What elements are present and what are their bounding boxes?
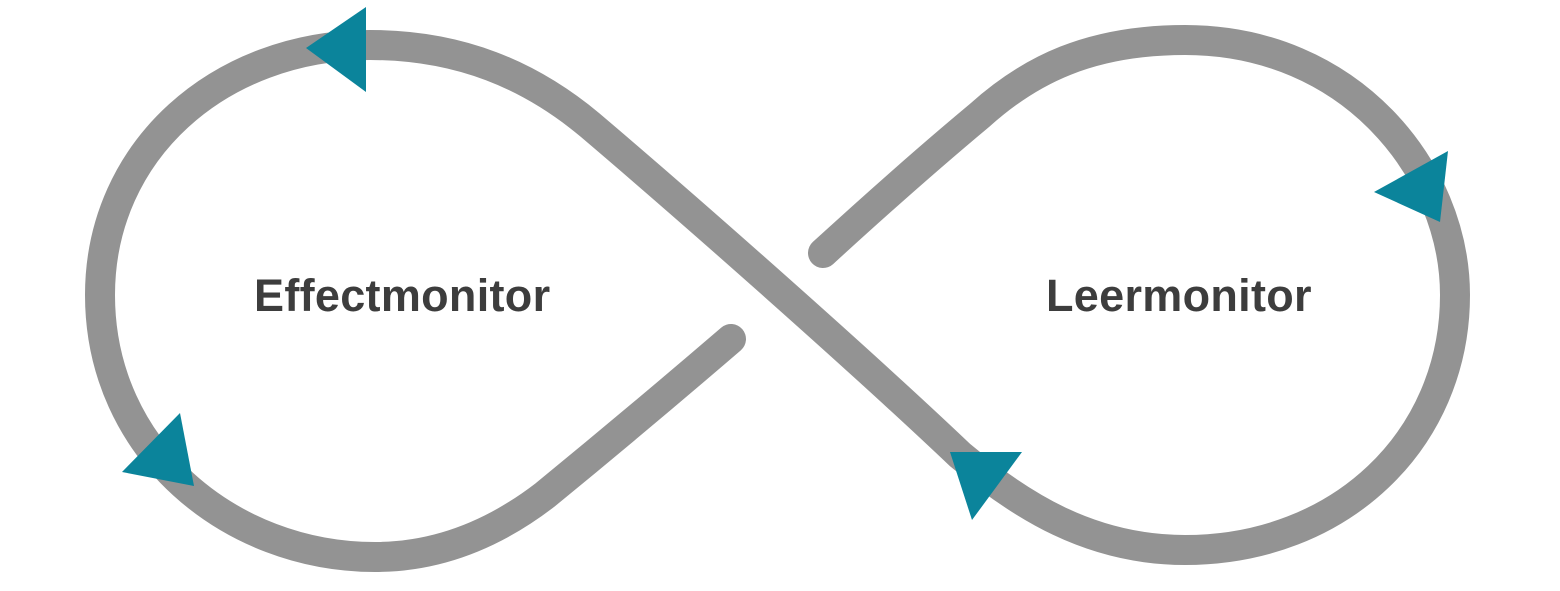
arrow-bottom-center-icon	[950, 452, 1022, 520]
arrow-bottom-left-icon	[122, 413, 194, 486]
leermonitor-label: Leermonitor	[1046, 270, 1312, 321]
effectmonitor-label: Effectmonitor	[254, 270, 551, 321]
left-loop-path	[85, 25, 1470, 572]
arrow-right-icon	[1374, 151, 1448, 222]
arrow-top-left-icon	[306, 7, 366, 92]
